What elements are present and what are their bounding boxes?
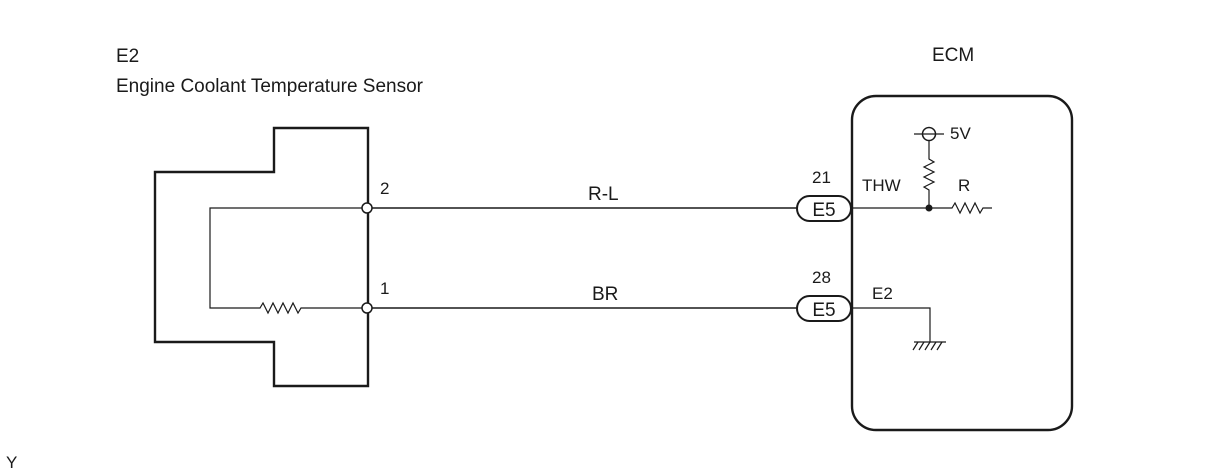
thermistor-symbol [254, 301, 366, 315]
e2-ground-wire [851, 307, 931, 342]
sensor-connector-body [153, 126, 370, 388]
pullup-resistor-symbol [922, 140, 936, 208]
thw-label: THW [862, 176, 901, 195]
ecm-title: ECM [932, 45, 974, 66]
sensor-pin-1-terminal [361, 302, 373, 314]
sensor-pin-2-terminal [361, 202, 373, 214]
footer-mark: Y [6, 453, 17, 472]
voltage-label: 5V [950, 124, 971, 143]
ecm-pin-28-label: 28 [812, 268, 831, 287]
sensor-code: E2 [116, 46, 139, 67]
wire-r-l-label: R-L [588, 184, 619, 205]
ecm-pin-21-label: 21 [812, 168, 831, 187]
e2-label: E2 [872, 284, 893, 303]
ecm-box [850, 94, 1074, 432]
sensor-internal-wire [209, 207, 366, 309]
wire-br-label: BR [592, 284, 618, 305]
ground-icon [912, 341, 946, 351]
sensor-pin-2-label: 2 [380, 179, 389, 198]
ecm-connector-e5-top-label: E5 [812, 200, 835, 221]
r-resistor-symbol [929, 201, 992, 215]
ecm-connector-e5-bottom-label: E5 [812, 300, 835, 321]
sensor-name: Engine Coolant Temperature Sensor [116, 76, 424, 97]
resistor-label: R [958, 176, 970, 195]
sensor-pin-1-label: 1 [380, 279, 389, 298]
